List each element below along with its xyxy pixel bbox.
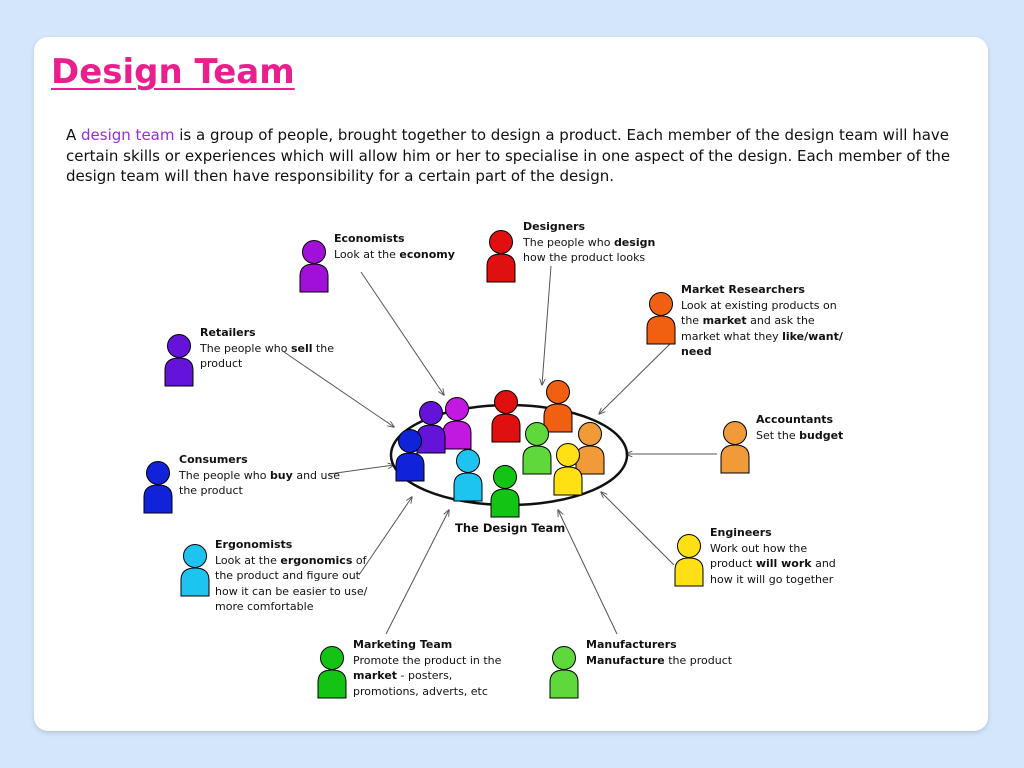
person-icon-manufacturers xyxy=(549,646,579,699)
person-icon-team-green xyxy=(490,465,520,518)
manufacturers-keyword: Manufacture xyxy=(586,653,665,667)
person-icon-ergonomists xyxy=(180,544,210,597)
market-researchers-keyword-2: like/want/ xyxy=(782,329,843,343)
designers-desc-1: The people who xyxy=(523,235,614,249)
person-icon-accountants xyxy=(720,421,750,474)
intro-text-after: is a group of people, brought together t… xyxy=(66,126,951,185)
person-icon-economists xyxy=(299,240,329,293)
label-marketing-team: Marketing Team Promote the product in th… xyxy=(353,637,501,699)
label-retailers: Retailers The people who sell the produc… xyxy=(200,325,334,372)
person-icon-consumers xyxy=(143,461,173,514)
engineers-keyword: will work xyxy=(755,557,812,570)
economists-keyword: economy xyxy=(399,247,455,261)
label-engineers: Engineers Work out how the product will … xyxy=(710,525,836,587)
arrow-engineers xyxy=(601,492,675,566)
engineers-desc-2a: product xyxy=(710,557,756,570)
consumers-keyword: buy xyxy=(269,468,293,482)
arrow-marketing xyxy=(385,510,449,635)
center-label: The Design Team xyxy=(455,521,565,535)
marketing-team-desc-3: promotions, adverts, etc xyxy=(353,684,488,698)
accountants-keyword: budget xyxy=(799,428,844,442)
retailers-keyword: sell xyxy=(290,341,313,355)
label-economists: Economists Look at the economy xyxy=(334,231,455,262)
person-icon-engineers xyxy=(674,534,704,587)
label-manufacturers: Manufacturers Manufacture the product xyxy=(586,637,732,668)
label-ergonomists: Ergonomists Look at the ergonomics of th… xyxy=(215,537,367,615)
consumers-desc-1: The people who xyxy=(179,468,270,482)
page-title: Design Team xyxy=(51,52,295,92)
retailers-desc-1b: the xyxy=(312,341,335,355)
ergonomists-desc-3: how it can be easier to use/ xyxy=(215,584,368,598)
label-designers: Designers The people who design how the … xyxy=(523,219,655,266)
manufacturers-desc: the product xyxy=(664,653,733,667)
label-market-researchers: Market Researchers Look at existing prod… xyxy=(681,282,843,360)
marketing-team-desc-2: - posters, xyxy=(397,669,453,682)
design-team-diagram: The Design Team xyxy=(143,230,750,699)
manufacturers-title: Manufacturers xyxy=(586,638,677,651)
ergonomists-desc-2: the product and figure out xyxy=(215,569,360,582)
market-researchers-desc-2b: and ask the xyxy=(746,314,815,327)
person-icon-marketing-team xyxy=(317,646,347,699)
accountants-desc: Set the xyxy=(756,428,800,442)
marketing-team-keyword: market xyxy=(353,669,398,682)
engineers-title: Engineers xyxy=(710,526,772,539)
person-icon-team-orange-red xyxy=(543,380,573,433)
intro-text-before: A xyxy=(66,126,82,144)
slide: Design Team A design team is a group of … xyxy=(34,37,988,731)
arrow-economists xyxy=(360,271,444,395)
market-researchers-keyword-1: market xyxy=(702,314,747,327)
retailers-desc-2: product xyxy=(200,357,243,370)
consumers-desc-1b: and use xyxy=(292,468,340,482)
arrow-market-researchers xyxy=(599,341,673,414)
engineers-desc-1: Work out how the xyxy=(710,541,808,555)
person-icon-team-cyan xyxy=(453,449,483,502)
market-researchers-desc-2a: the xyxy=(681,314,703,327)
intro-key-term: design team xyxy=(81,126,175,144)
ergonomists-desc-4: more comfortable xyxy=(215,600,314,613)
ergonomists-title: Ergonomists xyxy=(215,538,293,551)
marketing-team-desc-1: Promote the product in the xyxy=(353,653,502,667)
economists-title: Economists xyxy=(334,232,405,245)
consumers-desc-2: the product xyxy=(179,484,243,497)
market-researchers-desc-3: market what they xyxy=(681,329,783,343)
market-researchers-keyword-3: need xyxy=(681,345,712,358)
person-icon-team-yellow xyxy=(553,443,583,496)
ergonomists-keyword: ergonomics xyxy=(280,553,353,567)
consumers-title: Consumers xyxy=(179,453,248,466)
arrow-ergonomists xyxy=(358,497,412,576)
arrow-manufacturers xyxy=(558,510,618,635)
person-icon-market-researchers xyxy=(646,292,676,345)
person-icon-retailers xyxy=(164,334,194,387)
engineers-desc-3: how it will go together xyxy=(710,572,834,586)
person-icon-team-light-green xyxy=(522,422,552,475)
engineers-desc-2b: and xyxy=(811,557,836,570)
designers-title: Designers xyxy=(523,220,586,233)
arrow-retailers xyxy=(283,351,394,427)
market-researchers-desc-1: Look at existing products on xyxy=(681,298,837,312)
label-accountants: Accountants Set the budget xyxy=(756,412,843,443)
person-icon-team-blue xyxy=(395,429,425,482)
ergonomists-desc-1: Look at the xyxy=(215,553,281,567)
accountants-title: Accountants xyxy=(756,413,834,426)
market-researchers-title: Market Researchers xyxy=(681,283,805,296)
marketing-team-title: Marketing Team xyxy=(353,638,453,651)
person-icon-team-purple xyxy=(442,397,472,450)
arrow-designers xyxy=(542,265,552,385)
label-consumers: Consumers The people who buy and use the… xyxy=(179,452,340,499)
retailers-desc-1: The people who xyxy=(200,341,291,355)
arrows xyxy=(283,265,717,635)
economists-desc: Look at the xyxy=(334,247,400,261)
ergonomists-desc-1b: of xyxy=(352,553,367,567)
person-icon-team-red xyxy=(491,390,521,443)
person-icon-team-orange xyxy=(575,422,605,475)
person-icon-designers xyxy=(486,230,516,283)
designers-keyword: design xyxy=(613,235,656,249)
arrow-consumers xyxy=(328,465,394,475)
designers-desc-2: how the product looks xyxy=(523,251,646,264)
retailers-title: Retailers xyxy=(200,326,256,339)
intro-paragraph: A design team is a group of people, brou… xyxy=(66,125,961,187)
